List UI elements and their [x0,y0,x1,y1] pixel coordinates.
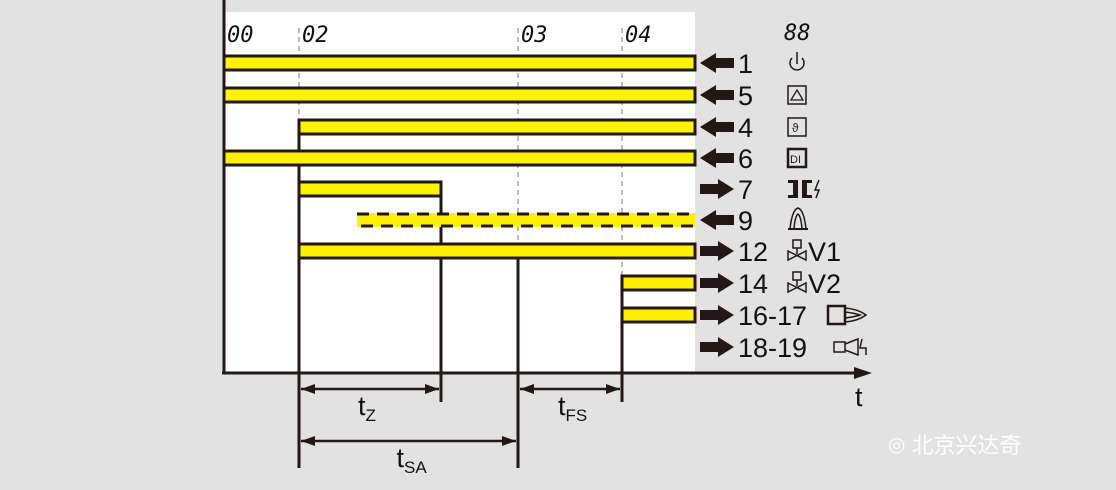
arrowhead-icon [301,436,315,446]
arrow-left-icon [700,117,734,137]
valve-label: V2 [808,269,841,299]
spark [813,179,821,199]
signal-bar-12 [297,242,697,260]
valve-v1-icon: V1 [787,237,841,267]
x-axis-arrow-icon [854,367,872,379]
arrow-right-icon [700,241,734,261]
interval-label: tSA [397,443,428,477]
flame-icon [788,207,808,230]
signal-bar-7 [297,180,443,198]
box [787,117,807,137]
alarm-horn-icon [833,337,867,357]
terminal-label: 14 [738,269,768,299]
arc [789,57,805,71]
body [787,281,807,294]
power-icon [789,52,805,71]
arrow-left-icon [700,210,734,230]
signal-bar-6 [222,149,697,167]
arrow-right-icon [700,305,734,325]
core-right [802,180,812,198]
terminal-label: 16-17 [738,301,807,331]
di-text: DI [790,154,801,166]
arrow-right-icon [700,179,734,199]
terminal-label: 18-19 [738,333,807,363]
actuator [792,271,802,281]
flame [789,207,807,230]
watermark-text: 北京兴达奇 [911,433,1022,458]
display-label: 88 [784,21,811,46]
valve-label: V1 [808,237,841,267]
flame [844,307,868,323]
terminal-label: 1 [738,49,753,79]
signal-bar-5 [222,86,697,104]
marker-label: 00 [227,23,254,48]
valve-v2-icon: V2 [787,269,841,299]
interval-label: tZ [358,391,376,425]
box [786,147,808,169]
triangle [789,88,805,101]
burner-box [826,304,847,326]
marker-label: 02 [302,23,329,48]
arrowhead-icon [301,384,315,394]
signal-bar-9 [357,213,695,227]
core-left [788,180,798,198]
terminal-label: 6 [738,144,753,174]
arrow-left-icon [700,85,734,105]
signal-bar-1 [222,54,697,72]
axis-label: t [855,382,863,412]
horn-box [833,341,846,353]
watermark: ◎ 北京兴达奇 [888,428,1021,460]
terminal-label: 7 [738,175,753,205]
di-box-icon: DI [786,147,808,169]
signal-bar-4 [297,118,697,136]
box [787,85,807,105]
wechat-icon: ◎ [888,433,906,456]
terminal-label: 12 [738,237,768,267]
arrowhead-icon [606,384,620,394]
terminal-label: 9 [738,206,753,236]
interval-label: tFS [558,391,587,425]
arrow-right-icon [700,337,734,357]
marker-label: 03 [521,23,548,48]
terminal-label: 4 [738,113,753,143]
bolt [859,338,867,355]
arrowhead-icon [520,384,534,394]
arrowhead-icon [502,436,516,446]
signal-bar-14 [620,274,697,292]
ignition-transformer-icon [788,179,821,199]
warning-box-icon [787,85,807,105]
actuator [792,239,802,249]
arrow-right-icon [700,273,734,293]
marker-label: 04 [625,23,652,48]
arrow-left-icon [700,53,734,73]
theta: ϑ [792,121,799,135]
burner-icon [826,304,868,326]
horn [844,337,859,357]
temperature-box-icon: ϑ [787,117,807,137]
terminal-label: 5 [738,81,753,111]
signal-bar-16-17 [620,306,697,324]
arrowhead-icon [425,384,439,394]
body [787,249,807,262]
arrow-left-icon [700,148,734,168]
